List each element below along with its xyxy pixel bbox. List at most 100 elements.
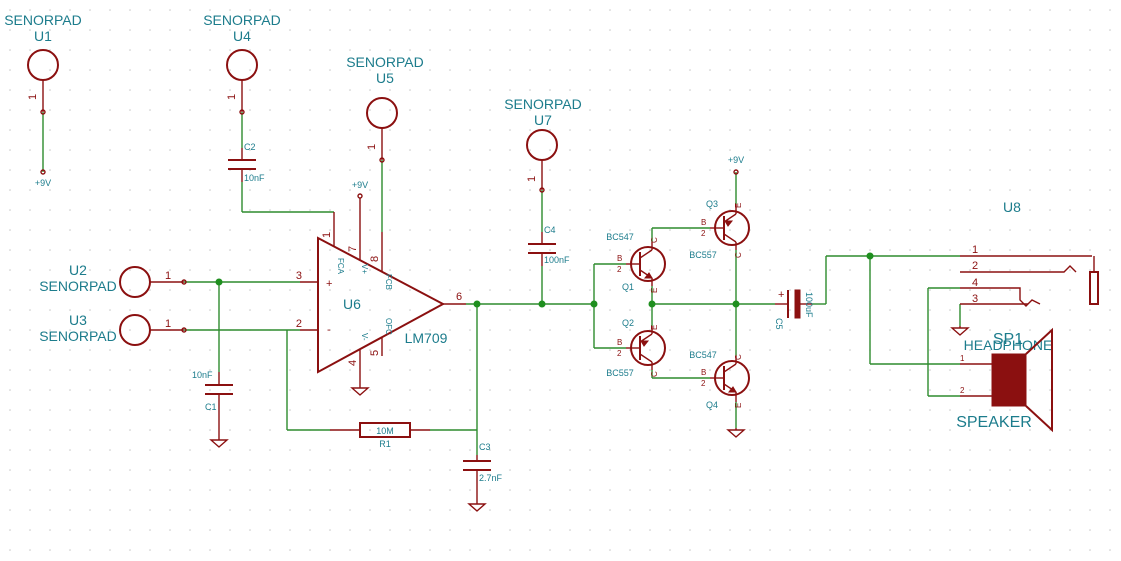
jack-ref: U8 — [1003, 199, 1021, 215]
vplus-label: +9V — [728, 155, 744, 165]
sensor-pad-u7[interactable]: SENORPAD U7 1 — [504, 96, 582, 193]
sensor-pad-u5[interactable]: SENORPAD U5 1 — [346, 54, 424, 163]
opamp-minus-label: - — [327, 324, 331, 336]
c1-value: 10nF — [192, 370, 213, 380]
q3-c: C — [734, 252, 743, 258]
opamp-pin-2: 2 — [296, 318, 302, 330]
sensor-pad-u1[interactable]: SENORPAD U1 1 — [4, 12, 82, 115]
speaker-sp1[interactable]: SP1 1 2 SPEAKER — [956, 327, 1053, 433]
opamp-value: LM709 — [405, 330, 448, 346]
pad-u5-ref: U5 — [376, 70, 394, 86]
transistor-q1[interactable]: BC547 Q1 B 2 C E — [606, 232, 666, 293]
q4-value: BC547 — [689, 350, 717, 360]
transistor-q4[interactable]: BC547 Q4 B 2 C E — [689, 350, 750, 410]
pad-u7-ref: U7 — [534, 112, 552, 128]
opamp-pin-7: 7 — [347, 246, 359, 252]
c5-ref: C5 — [774, 318, 784, 330]
jack-pin-1: 1 — [972, 244, 978, 256]
opamp-pin-5: 5 — [369, 350, 381, 356]
opamp-fcb-label: FCB — [384, 274, 393, 290]
ground-icon — [467, 496, 487, 512]
q2-e: E — [650, 325, 659, 330]
resistor-r1[interactable]: 10M R1 — [330, 422, 430, 449]
pad-u5-value: SENORPAD — [346, 54, 424, 70]
pad-u4-ref: U4 — [233, 28, 251, 44]
q3-pin-b: 2 — [701, 229, 706, 238]
pad-u1-value: SENORPAD — [4, 12, 82, 28]
q4-b: B — [701, 368, 706, 377]
speaker-value: SPEAKER — [956, 414, 1032, 431]
opamp-fca-label: FCA — [336, 258, 345, 275]
opamp-pin-6: 6 — [456, 291, 462, 303]
q3-value: BC557 — [689, 250, 717, 260]
capacitor-c4[interactable]: C4 100nF — [528, 225, 570, 266]
pad-u1-pin: 1 — [27, 94, 39, 100]
q4-e: E — [734, 403, 743, 408]
q4-c: C — [734, 354, 743, 360]
ground-icon — [350, 382, 370, 396]
opamp-triangle-icon — [317, 236, 446, 374]
c1-ref: C1 — [205, 402, 217, 412]
q3-ref: Q3 — [706, 199, 718, 209]
q2-b: B — [617, 338, 622, 347]
r1-value: 10M — [376, 426, 394, 436]
pad-u4-value: SENORPAD — [203, 12, 281, 28]
pad-u3-pin: 1 — [165, 318, 171, 330]
wires — [42, 112, 961, 455]
opamp-pin-8: 8 — [369, 256, 381, 262]
capacitor-c3[interactable]: C3 2.7nF — [463, 442, 503, 496]
transistor-q3[interactable]: Q3 BC557 B 2 E C — [689, 199, 750, 260]
sensor-pad-u2[interactable]: U2 SENORPAD 1 — [39, 262, 187, 298]
power-vplus-q3: +9V — [728, 155, 744, 175]
q1-ref: Q1 — [622, 282, 634, 292]
capacitor-c5[interactable]: + C5 100uF — [774, 289, 814, 330]
c4-value: 100nF — [544, 255, 570, 265]
q1-pin-b: 2 — [617, 265, 622, 274]
power-vplus-u1: +9V — [35, 169, 51, 188]
q4-ref: Q4 — [706, 400, 718, 410]
speaker-ref: SP1 — [993, 331, 1023, 348]
ground-icon — [209, 436, 229, 448]
pad-u3-ref: U3 — [69, 312, 87, 328]
q1-b: B — [617, 254, 622, 263]
sensor-pad-u3[interactable]: U3 SENORPAD 1 — [39, 312, 187, 346]
opamp-ofc-label: OFC — [384, 318, 393, 335]
pad-u5-pin: 1 — [366, 144, 378, 150]
c2-ref: C2 — [244, 142, 256, 152]
opamp-vplus-label: V+ — [360, 264, 369, 274]
pad-u2-value: SENORPAD — [39, 278, 117, 294]
power-vplus-opamp: +9V — [352, 180, 368, 232]
q1-c: C — [650, 237, 659, 243]
pad-u1-ref: U1 — [34, 28, 52, 44]
opamp-pin-3: 3 — [296, 270, 302, 282]
q4-pin-b: 2 — [701, 379, 706, 388]
transistor-q2[interactable]: Q2 BC557 B 2 E C — [606, 318, 666, 378]
ground-symbols — [209, 326, 970, 512]
speaker-pin-2: 2 — [960, 386, 965, 395]
pad-u2-ref: U2 — [69, 262, 87, 278]
q2-c: C — [650, 371, 659, 377]
q2-ref: Q2 — [622, 318, 634, 328]
q1-value: BC547 — [606, 232, 634, 242]
speaker-magnet-icon — [991, 353, 1027, 407]
jack-pin-4: 4 — [972, 277, 978, 289]
c2-value: 10nF — [244, 173, 265, 183]
pad-u4-pin: 1 — [226, 94, 238, 100]
speaker-pin-1: 1 — [960, 354, 965, 363]
speaker-cone-icon — [1025, 327, 1053, 433]
capacitor-c1[interactable]: 10nF C1 — [192, 370, 233, 436]
pad-u7-pin: 1 — [526, 176, 538, 182]
opamp-plus-label: + — [326, 278, 332, 290]
c3-value: 2.7nF — [479, 473, 503, 483]
junctions — [215, 252, 874, 308]
sensor-pad-u4[interactable]: SENORPAD U4 1 — [203, 12, 281, 115]
c3-ref: C3 — [479, 442, 491, 452]
ground-icon — [950, 326, 970, 336]
q3-e: E — [734, 203, 743, 208]
capacitor-c2[interactable]: C2 10nF — [228, 142, 265, 183]
pad-u7-value: SENORPAD — [504, 96, 582, 112]
q2-pin-b: 2 — [617, 349, 622, 358]
opamp-u6[interactable]: 3 2 6 1 7 8 4 5 + - FCA V+ FCB V- OFC U6… — [296, 212, 466, 382]
